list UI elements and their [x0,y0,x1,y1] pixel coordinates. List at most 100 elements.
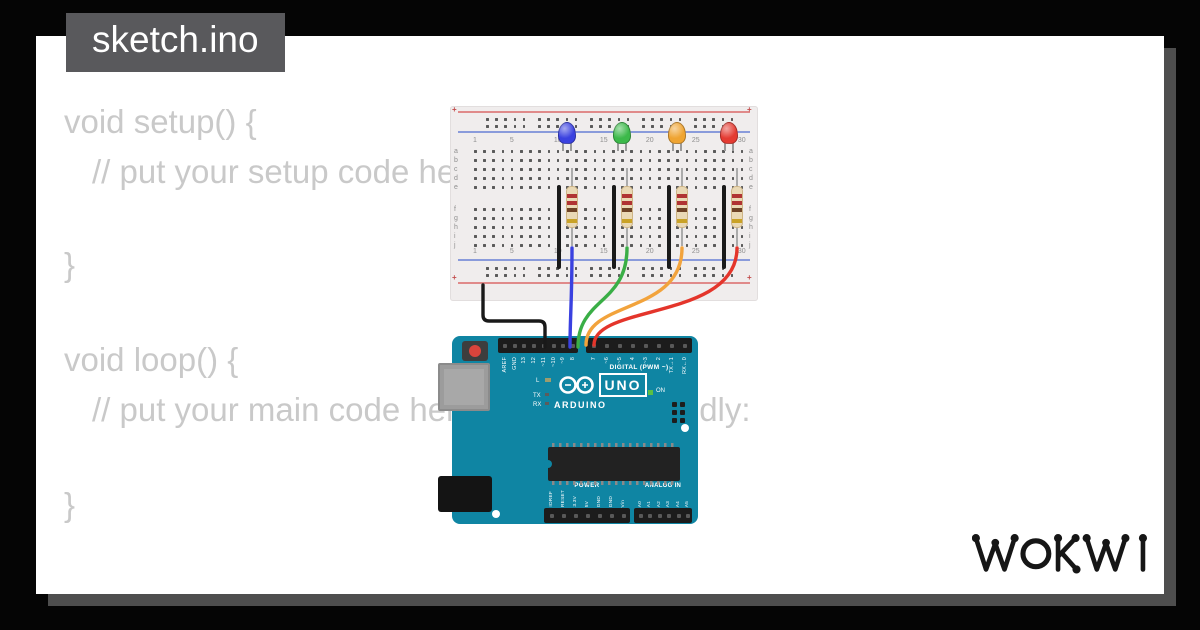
code-line: void setup() { [64,103,257,140]
breadboard-hole [658,226,661,229]
breadboard-hole [522,118,526,121]
breadboard-hole [612,159,615,162]
breadboard-hole [483,235,486,238]
breadboard-hole [504,274,507,277]
led-leg [732,142,734,151]
breadboard-hole [593,208,597,211]
pin-label-digital: ~9 [560,357,567,364]
resistor-band [567,219,577,223]
resistor [566,186,578,228]
pin-hole [550,513,554,518]
pin-hole [532,343,537,348]
breadboard-hole [556,159,560,162]
breadboard-hole [694,208,698,211]
breadboard-hole [658,244,661,247]
breadboard-row-letter: b [454,157,458,164]
breadboard-hole [648,226,652,229]
breadboard-hole [584,226,587,229]
breadboard-hole [731,177,735,180]
resistor-band [677,194,687,198]
pin-label-digital: ~11 [540,357,547,367]
breadboard-hole [713,208,716,211]
breadboard-hole [584,168,587,171]
breadboard-hole [486,274,489,277]
breadboard-hole [566,168,569,171]
breadboard-hole [685,168,689,171]
breadboard-hole [630,244,633,247]
pin-hole [657,343,661,348]
breadboard-hole [630,226,633,229]
breadboard-hole [712,274,715,277]
analog-header [634,508,692,523]
breadboard-row-letter: e [454,184,458,191]
breadboard-hole [630,150,633,153]
breadboard-hole [667,159,670,162]
pin-hole [512,343,517,348]
resistor-band [677,208,687,212]
breadboard-hole [639,168,643,171]
breadboard-hole [486,267,489,270]
breadboard-hole [474,159,477,162]
breadboard-hole [492,226,495,229]
breadboard-hole [660,125,663,128]
breadboard-hole [492,159,495,162]
breadboard-hole [651,267,654,270]
breadboard-hole [495,267,498,270]
pin-hole [657,513,662,518]
breadboard-hole [667,150,670,153]
breadboard-hole [630,168,633,171]
breadboard-hole [474,226,477,229]
breadboard-hole [639,235,643,238]
pin-label-analog: A1 [647,500,653,507]
breadboard-hole [626,118,630,121]
led-red [720,122,738,144]
breadboard-hole [648,177,652,180]
breadboard-hole [685,177,689,180]
breadboard-hole [608,267,611,270]
tx-label: TX [533,393,541,399]
arduino-infinity-icon [559,376,594,394]
led-l-label: L [536,378,540,384]
breadboard-hole [621,150,624,153]
led-green [613,122,631,144]
breadboard-row-letter: c [454,166,458,173]
pin-label-analog: A5 [685,500,690,507]
breadboard-hole [510,159,514,162]
breadboard-hole [593,177,597,180]
breadboard-hole [529,150,532,153]
breadboard-hole [740,159,744,162]
breadboard-row-letter: b [749,157,753,164]
breadboard-hole [713,177,716,180]
resistor [731,186,743,228]
breadboard-row-letter: i [749,233,751,240]
breadboard-column-number: 1 [473,137,477,144]
breadboard-hole [602,217,606,220]
breadboard-hole [547,150,551,153]
resistor-band [567,208,577,212]
pin-hole [622,513,626,518]
breadboard-hole [639,217,643,220]
led-leg [672,142,674,151]
breadboard-hole [713,168,716,171]
breadboard-hole [648,186,652,189]
breadboard-hole [504,118,507,121]
breadboard-hole [676,168,679,171]
power-label: POWER [574,483,600,489]
led-leg [617,142,619,151]
resistor-band [567,194,577,198]
breadboard-hole [566,159,569,162]
pin-hole [686,513,690,518]
breadboard-hole [492,244,495,247]
icsp-pin [672,410,677,415]
breadboard-hole [667,177,670,180]
breadboard-hole [651,125,654,128]
pin-hole [683,343,687,348]
breadboard-hole [575,177,578,180]
breadboard-hole [599,267,602,270]
breadboard-row-letter: j [454,242,456,249]
breadboard-hole [694,217,698,220]
breadboard-column-number: 25 [691,137,700,144]
breadboard-hole [538,217,541,220]
breadboard-hole [630,159,633,162]
breadboard-hole [584,244,587,247]
